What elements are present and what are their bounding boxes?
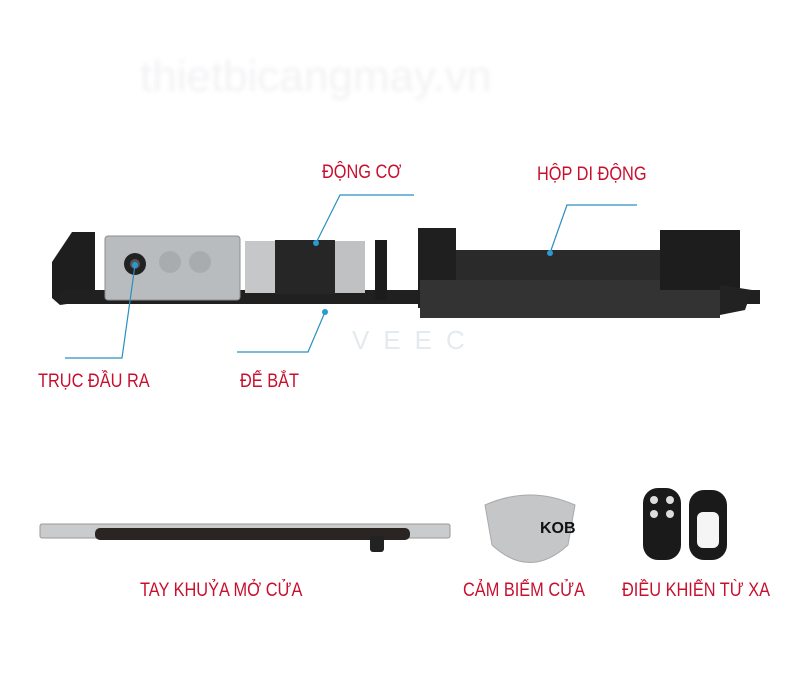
- label-arm: TAY KHUỶA MỞ CỬA: [140, 580, 303, 601]
- label-sensor: CẢM BIẾM CỬA: [463, 580, 585, 601]
- label-moving-box: HỘP DI ĐỘNG: [537, 164, 647, 185]
- leader-mounting-base: [237, 311, 326, 353]
- remote-controls: [643, 488, 727, 560]
- label-motor: ĐỘNG CƠ: [322, 162, 402, 183]
- leader-motor: [315, 194, 414, 244]
- veec-watermark: VEEC: [352, 325, 479, 355]
- watermark: thietbicangmay.vn: [140, 52, 492, 101]
- label-mounting-base: ĐẾ BẮT: [240, 371, 300, 392]
- door-operator-unit: [52, 228, 760, 318]
- leader-output-shaft: [65, 264, 136, 359]
- leader-moving-box: [549, 204, 637, 254]
- door-sensor: [484, 494, 576, 563]
- sensor-brand: KOB: [540, 520, 576, 537]
- label-remote: ĐIỀU KHIỂN TỪ XA: [622, 580, 771, 601]
- door-arm: [39, 523, 451, 552]
- label-output-shaft: TRỤC ĐẦU RA: [38, 371, 150, 392]
